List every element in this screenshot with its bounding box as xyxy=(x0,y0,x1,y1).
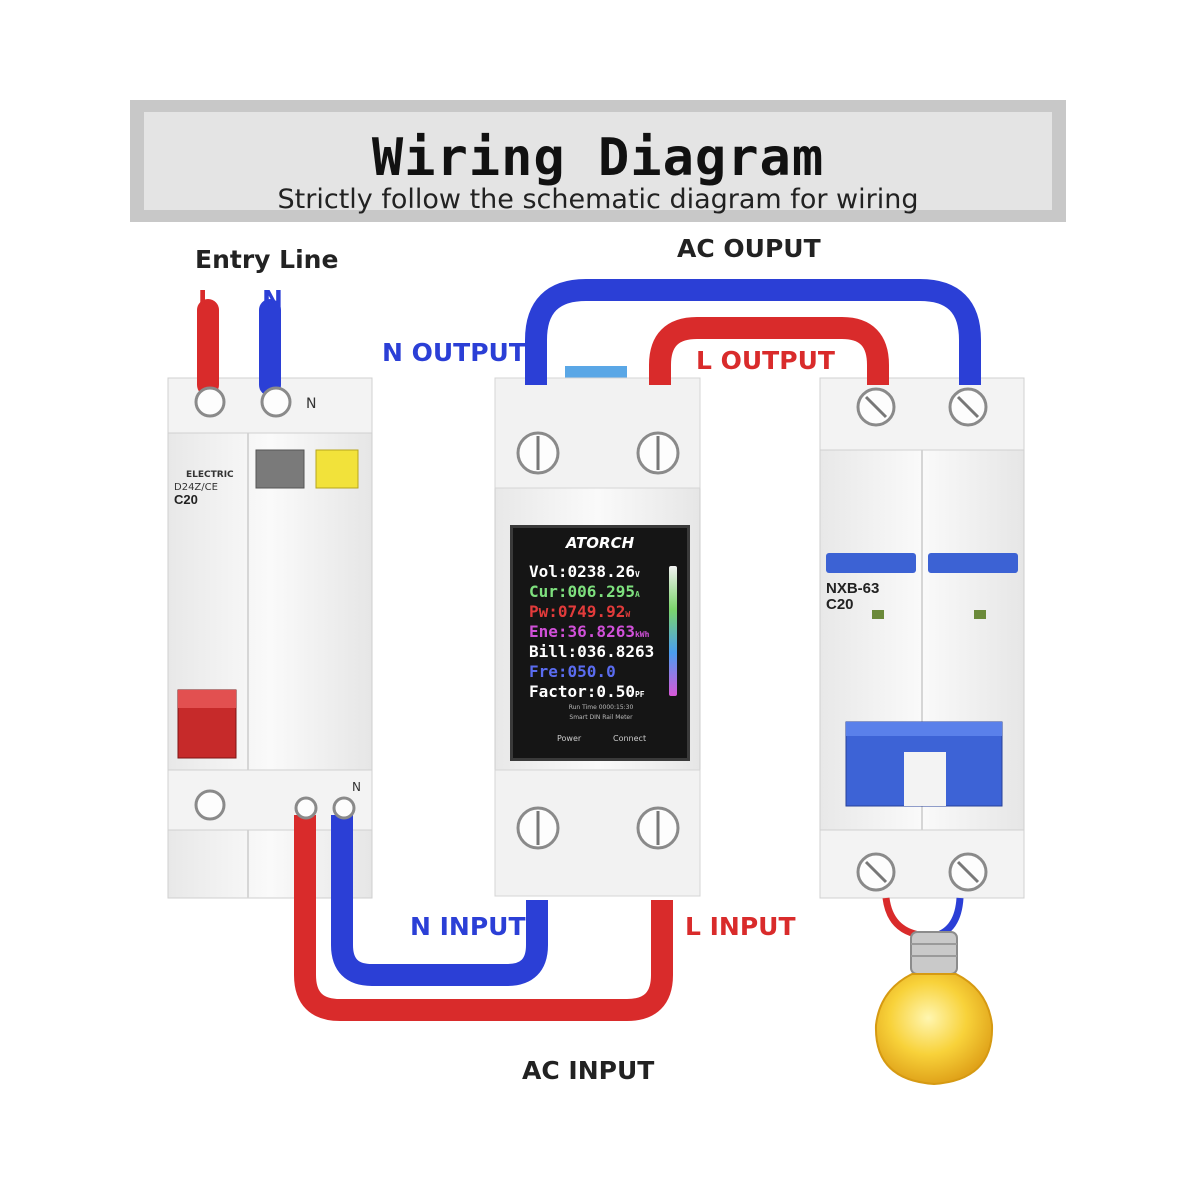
meter-reading: Bill:036.8263 xyxy=(529,642,654,661)
n-input-label: N INPUT xyxy=(410,912,526,941)
l-input-label: L INPUT xyxy=(685,912,796,941)
meter-reading: Vol:0238.26V xyxy=(529,562,640,581)
l-output-label: L OUTPUT xyxy=(696,346,835,375)
meter-reading: Ene:36.8263kWh xyxy=(529,622,649,641)
left-breaker-top-n-mark: N xyxy=(306,396,317,412)
wire-ac-input-live xyxy=(294,815,673,1021)
n-output-label: N OUTPUT xyxy=(382,338,526,367)
meter-reading-value: Fre:050.0 xyxy=(529,662,616,681)
meter-reading-value: Ene:36.8263 xyxy=(529,622,635,641)
meter-reading-unit: PF xyxy=(634,690,645,699)
meter-power-label: Power xyxy=(557,734,582,743)
right-breaker xyxy=(819,377,1025,899)
terminal-screw-slots xyxy=(536,395,980,884)
meter-reading-value: Pw:0749.92 xyxy=(529,602,626,621)
ac-input-label: AC INPUT xyxy=(522,1056,655,1085)
wire-entry xyxy=(197,299,281,396)
ac-output-label: AC OUPUT xyxy=(677,234,821,263)
entry-line-label: Entry Line xyxy=(195,245,339,274)
meter-reading: Cur:006.295A xyxy=(529,582,640,601)
meter-brand: ATORCH xyxy=(565,534,635,552)
header-panel: Wiring Diagram Strictly follow the schem… xyxy=(144,112,1052,215)
meter-run-time: Run Time 0000:15:30 xyxy=(568,704,634,711)
meter-reading-value: Vol:0238.26 xyxy=(529,562,635,581)
meter-reading: Factor:0.50PF xyxy=(529,682,645,701)
wire-lamp xyxy=(882,897,964,940)
wire-ac-output-live xyxy=(649,317,889,385)
left-breaker-rating: C20 xyxy=(174,492,198,507)
light-bulb-icon xyxy=(874,931,994,1086)
meter-reading-unit: kWh xyxy=(634,630,650,639)
meter-reading-value: Cur:006.295 xyxy=(529,582,635,601)
meter-reading: Fre:050.0 xyxy=(529,662,616,681)
diagram-title: Wiring Diagram xyxy=(371,128,825,188)
wire-ac-input-neutral xyxy=(331,815,548,986)
meter-level-bar xyxy=(669,566,677,696)
wire-ac-output-neutral xyxy=(525,279,981,385)
meter-connect-label: Connect xyxy=(613,734,647,743)
entry-n-label: N xyxy=(262,285,283,314)
meter-reading-value: Bill:036.8263 xyxy=(529,642,655,661)
right-breaker-model: NXB-63 xyxy=(826,580,880,597)
left-breaker-n-mark: N xyxy=(352,780,361,794)
left-breaker-brand: ELECTRIC xyxy=(186,470,234,480)
right-breaker-rating: C20 xyxy=(826,596,854,613)
meter-reading: Pw:0749.92W xyxy=(529,602,630,621)
meter-reading-unit: A xyxy=(634,590,640,599)
meter-reading-unit: V xyxy=(634,570,640,579)
left-breaker-model: D24Z/CE xyxy=(174,482,218,493)
meter-reading-value: Factor:0.50 xyxy=(529,682,635,701)
header-banner: Wiring Diagram Strictly follow the schem… xyxy=(130,100,1066,222)
meter-reading-unit: W xyxy=(625,610,631,619)
meter-model: Smart DIN Rail Meter xyxy=(569,714,633,721)
diagram-subtitle: Strictly follow the schematic diagram fo… xyxy=(277,184,919,215)
entry-l-label: L xyxy=(198,285,214,314)
